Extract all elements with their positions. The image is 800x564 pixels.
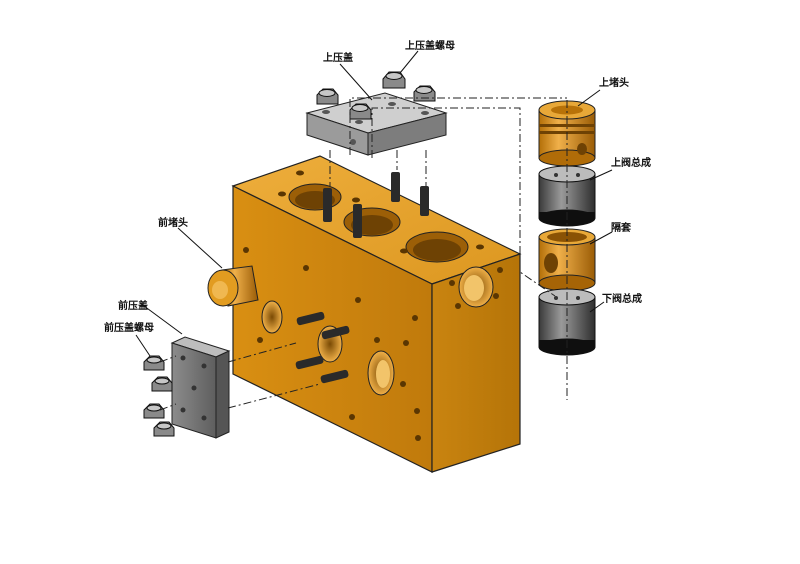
assembly-line [227,342,297,363]
label-spacer-sleeve: 隔套 [611,223,631,234]
label-front-plate: 前压盖 [118,301,148,312]
leader-line [139,302,183,335]
label-upper-plate: 上压盖 [323,53,353,64]
label-upper-valve-assembly: 上阀总成 [611,158,651,169]
leader-lines [135,50,613,357]
leader-line [577,89,601,107]
nut [143,403,165,419]
assembly-lines [159,97,568,411]
label-lower-valve-assembly: 下阀总成 [602,294,642,305]
front-plate [170,336,231,439]
front-plug [207,265,259,307]
side-hole [449,280,455,286]
front-hole [374,337,380,343]
front-hole [257,337,263,343]
top-hole [296,170,304,176]
assembly-line [349,97,567,155]
leader-line [589,231,613,245]
leader-line [135,334,151,357]
front-port-large-inner [376,360,390,388]
plate-hole [201,363,207,369]
nut [413,85,436,102]
side-hole [415,435,421,441]
valve-body [231,155,522,473]
front-plate-nuts [143,355,175,437]
plate-hole [388,102,396,106]
stud [320,369,349,384]
leader-line [399,50,419,74]
top-studs [323,172,429,238]
plate-hole [180,407,186,413]
front-hole [243,247,249,253]
side-hole [497,267,503,273]
top-hole [352,197,360,203]
leader-line [339,63,373,101]
plate-hole [191,385,197,391]
stud [391,172,400,202]
plate-hole [350,139,356,145]
valve-body-side [431,253,521,473]
plate-hole [355,120,363,124]
nut [143,355,165,371]
plate-hole [180,355,186,361]
leader-line [177,227,223,269]
leader-line [589,301,605,313]
label-front-plug: 前堵头 [158,218,188,229]
front-hole [355,297,361,303]
label-upper-plate-nut: 上压盖螺母 [405,41,455,52]
stud [296,311,325,326]
front-hole [412,315,418,321]
front-port-left [261,300,283,334]
label-front-plate-nut: 前压盖螺母 [104,323,154,334]
front-hole [403,340,409,346]
top-hole [400,248,408,254]
side-port-inner [464,275,484,301]
nut [382,71,406,89]
label-upper-plug: 上堵头 [599,78,629,89]
assembly-line [371,107,556,297]
plate-hole [421,111,429,115]
nut [153,421,175,437]
upper-plate [305,92,448,156]
stud [420,186,429,216]
side-hole [455,303,461,309]
stud [295,355,324,370]
front-hole [303,265,309,271]
front-studs [295,311,350,384]
top-hole [278,191,286,197]
side-hole [493,293,499,299]
nut [151,376,173,392]
assembly-line [159,355,177,363]
upper-plate-nuts [316,71,436,120]
front-hole [349,414,355,420]
side-hole [414,408,420,414]
plate-hole [322,110,330,114]
stud [323,188,332,222]
leader-line [589,169,613,181]
spacer-sleeve [538,228,596,292]
stud [353,204,362,238]
top-bore-3-inner [413,239,461,261]
nut [349,103,372,120]
top-hole [476,244,484,250]
nut [316,88,339,105]
front-hole [400,381,406,387]
upper-valve-assembly [538,165,596,227]
plate-hole [201,415,207,421]
stud [321,325,350,340]
assembly-line [159,403,177,411]
